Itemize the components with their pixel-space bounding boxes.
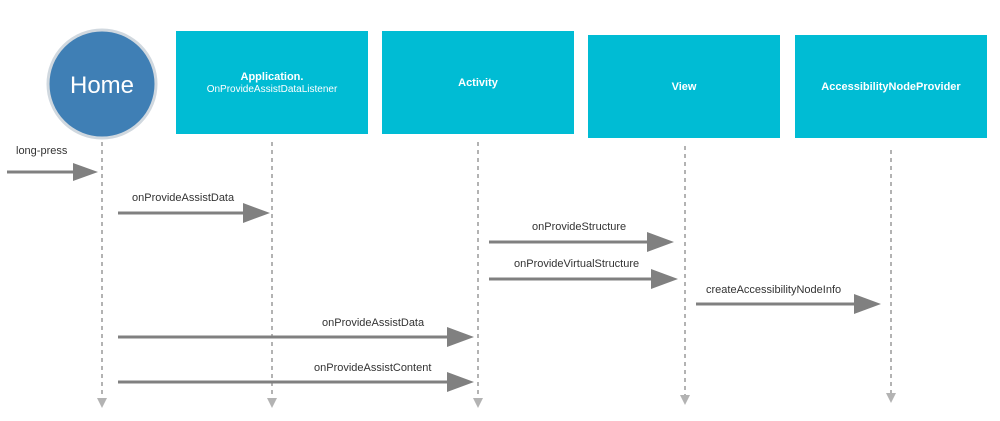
message-label: onProvideAssistContent [314, 362, 431, 374]
message-arrow-head [447, 327, 474, 347]
lifeline-end-application [267, 398, 277, 408]
trigger-long-press: long-press [7, 145, 98, 181]
message-home-to-activity-assist-data: onProvideAssistData [118, 317, 474, 347]
participant-accessibility-node-provider-box [795, 35, 987, 138]
message-arrow-head [651, 269, 678, 289]
message-view-to-accessibility-node-provider: createAccessibilityNodeInfo [696, 284, 881, 314]
participant-home: Home [46, 28, 158, 140]
participant-accessibility-node-provider: AccessibilityNodeProvider [795, 35, 987, 138]
message-arrow-head [647, 232, 674, 252]
lifeline-end-view [680, 395, 690, 405]
participant-home-label: Home [70, 72, 134, 99]
lifeline-end-anp [886, 393, 896, 403]
trigger-label: long-press [16, 145, 68, 157]
message-home-to-application: onProvideAssistData [118, 192, 270, 223]
participant-activity: Activity [382, 31, 574, 134]
message-home-to-activity-assist-content: onProvideAssistContent [118, 362, 474, 392]
participant-home-circle [46, 28, 158, 140]
participant-activity-label: Activity [458, 77, 499, 89]
participant-view-label: View [672, 81, 697, 93]
message-label: onProvideStructure [532, 221, 626, 233]
message-label: onProvideAssistData [132, 192, 235, 204]
message-activity-to-view-virtual-structure: onProvideVirtualStructure [489, 258, 678, 289]
message-label: onProvideAssistData [322, 317, 425, 329]
message-arrow-head [243, 203, 270, 223]
participant-activity-box [382, 31, 574, 134]
message-activity-to-view-structure: onProvideStructure [489, 221, 674, 252]
participant-application-sublabel: OnProvideAssistDataListener [207, 84, 338, 95]
lifeline-end-home [97, 398, 107, 408]
message-arrow-head [854, 294, 881, 314]
message-label: createAccessibilityNodeInfo [706, 284, 841, 296]
participant-view-box [588, 35, 780, 138]
trigger-arrow-head [73, 163, 98, 181]
message-label: onProvideVirtualStructure [514, 258, 639, 270]
participant-accessibility-node-provider-label: AccessibilityNodeProvider [821, 81, 961, 93]
participant-application-box [176, 31, 368, 134]
participant-application-label: Application. [241, 71, 304, 83]
message-arrow-head [447, 372, 474, 392]
participant-application: Application. OnProvideAssistDataListener [176, 31, 368, 134]
lifeline-end-activity [473, 398, 483, 408]
participant-view: View [588, 35, 780, 138]
